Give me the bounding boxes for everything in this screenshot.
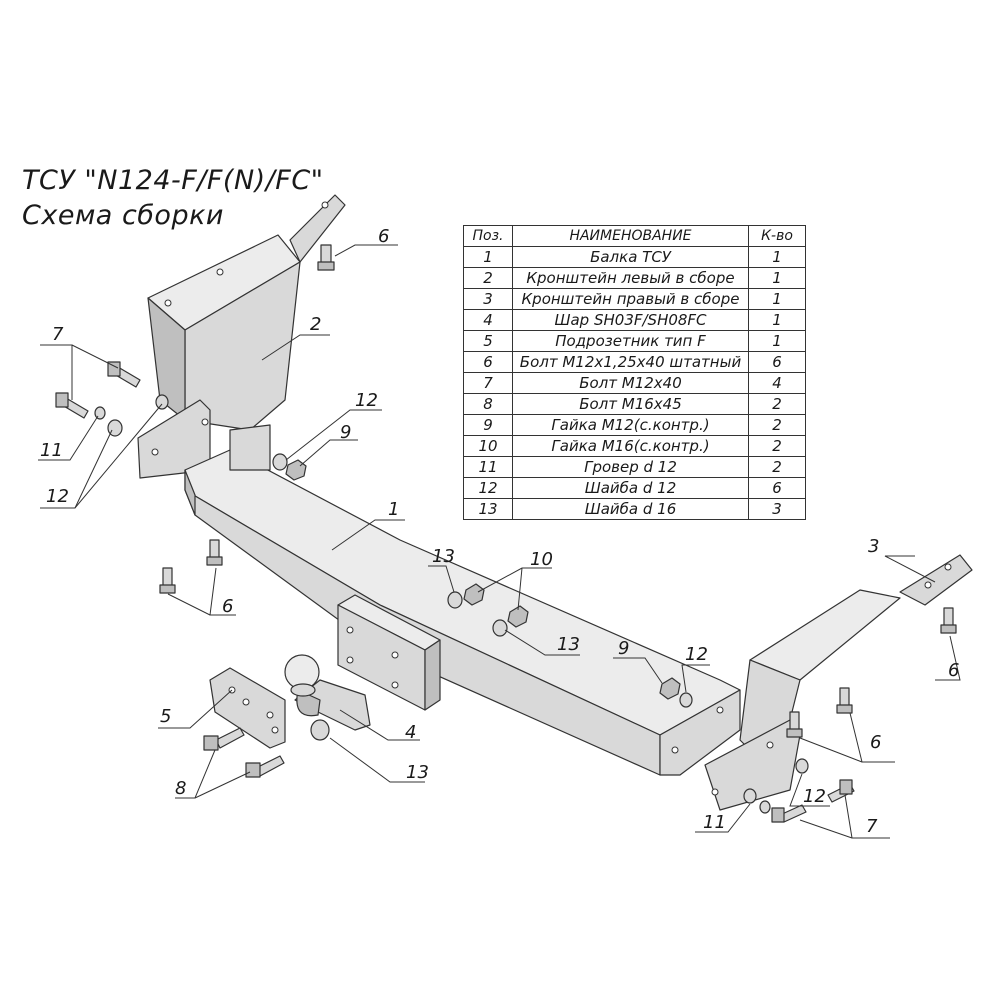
header-qty: К-во — [748, 225, 806, 247]
receiver-box — [337, 594, 441, 711]
callout-12-right: 12 — [803, 786, 826, 807]
cell-name: Шар SH03F/SH08FC — [512, 309, 749, 331]
cell-qty: 2 — [748, 435, 806, 457]
header-pos: Поз. — [463, 225, 513, 247]
cell-name: Гайка М12(с.контр.) — [512, 414, 749, 436]
cell-pos: 1 — [463, 246, 513, 268]
cell-qty: 2 — [748, 393, 806, 415]
cell-qty: 1 — [748, 267, 806, 289]
header-name: НАИМЕНОВАНИЕ — [512, 225, 749, 247]
callout-1: 1 — [388, 499, 399, 520]
callout-6-left: 6 — [222, 596, 233, 617]
cell-name: Кронштейн правый в сборе — [512, 288, 749, 310]
cell-name: Подрозетник тип F — [512, 330, 749, 352]
cell-name: Болт М12х1,25х40 штатный — [512, 351, 749, 373]
callouts: 1 2 3 4 5 6 6 6 6 7 7 8 9 9 10 11 11 12 … — [40, 226, 959, 837]
callout-8: 8 — [175, 778, 186, 799]
cell-pos: 8 — [463, 393, 513, 415]
cell-name: Болт М12х40 — [512, 372, 749, 394]
right-bracket — [704, 554, 973, 811]
cell-pos: 4 — [463, 309, 513, 331]
cell-pos: 6 — [463, 351, 513, 373]
cell-name: Балка ТСУ — [512, 246, 749, 268]
cell-name: Кронштейн левый в сборе — [512, 267, 749, 289]
parts-table-header: Поз. НАИМЕНОВАНИЕ К-во — [463, 225, 806, 247]
cell-qty: 1 — [748, 330, 806, 352]
cell-pos: 10 — [463, 435, 513, 457]
cell-name: Гровер d 12 — [512, 456, 749, 478]
cell-qty: 6 — [748, 477, 806, 499]
socket-plate — [209, 667, 286, 749]
callout-5: 5 — [160, 706, 171, 727]
cell-qty: 1 — [748, 309, 806, 331]
cell-pos: 7 — [463, 372, 513, 394]
cell-name: Болт М16х45 — [512, 393, 749, 415]
cell-qty: 3 — [748, 498, 806, 520]
cell-pos: 5 — [463, 330, 513, 352]
callout-6-lower-right: 6 — [870, 732, 881, 753]
cell-qty: 2 — [748, 456, 806, 478]
callout-12-top: 12 — [355, 390, 378, 411]
callout-10: 10 — [530, 549, 553, 570]
callout-9-right: 9 — [618, 638, 629, 659]
cell-pos: 2 — [463, 267, 513, 289]
cell-pos: 3 — [463, 288, 513, 310]
callout-11-right: 11 — [703, 812, 726, 833]
callout-11-left: 11 — [40, 440, 63, 461]
drawing-subtitle: Схема сборки — [22, 200, 224, 231]
nuts-and-washers — [94, 394, 809, 814]
cell-pos: 12 — [463, 477, 513, 499]
callout-3: 3 — [868, 536, 879, 557]
callout-12-left: 12 — [46, 486, 69, 507]
callout-13-bottom: 13 — [406, 762, 429, 783]
cell-qty: 1 — [748, 246, 806, 268]
leader-lines — [38, 244, 961, 839]
callout-9-left: 9 — [340, 422, 351, 443]
callout-6-top: 6 — [378, 226, 389, 247]
left-bracket — [137, 194, 346, 479]
cell-pos: 9 — [463, 414, 513, 436]
cell-pos: 13 — [463, 498, 513, 520]
cell-qty: 2 — [748, 414, 806, 436]
cell-name: Шайба d 16 — [512, 498, 749, 520]
bolts — [55, 244, 957, 823]
callout-13-mid: 13 — [557, 634, 580, 655]
cell-name: Гайка М16(с.контр.) — [512, 435, 749, 457]
callout-7-left: 7 — [52, 324, 64, 345]
callout-12-mid: 12 — [685, 644, 708, 665]
callout-4: 4 — [405, 722, 416, 743]
drawing-title: ТСУ "N124-F/F(N)/FC" — [22, 165, 324, 196]
callout-2: 2 — [310, 314, 321, 335]
cell-name: Шайба d 12 — [512, 477, 749, 499]
cell-qty: 4 — [748, 372, 806, 394]
callout-6-right: 6 — [948, 660, 959, 681]
cell-qty: 6 — [748, 351, 806, 373]
callout-13-top: 13 — [432, 546, 455, 567]
cell-pos: 11 — [463, 456, 513, 478]
cell-qty: 1 — [748, 288, 806, 310]
callout-7-right: 7 — [866, 816, 878, 837]
